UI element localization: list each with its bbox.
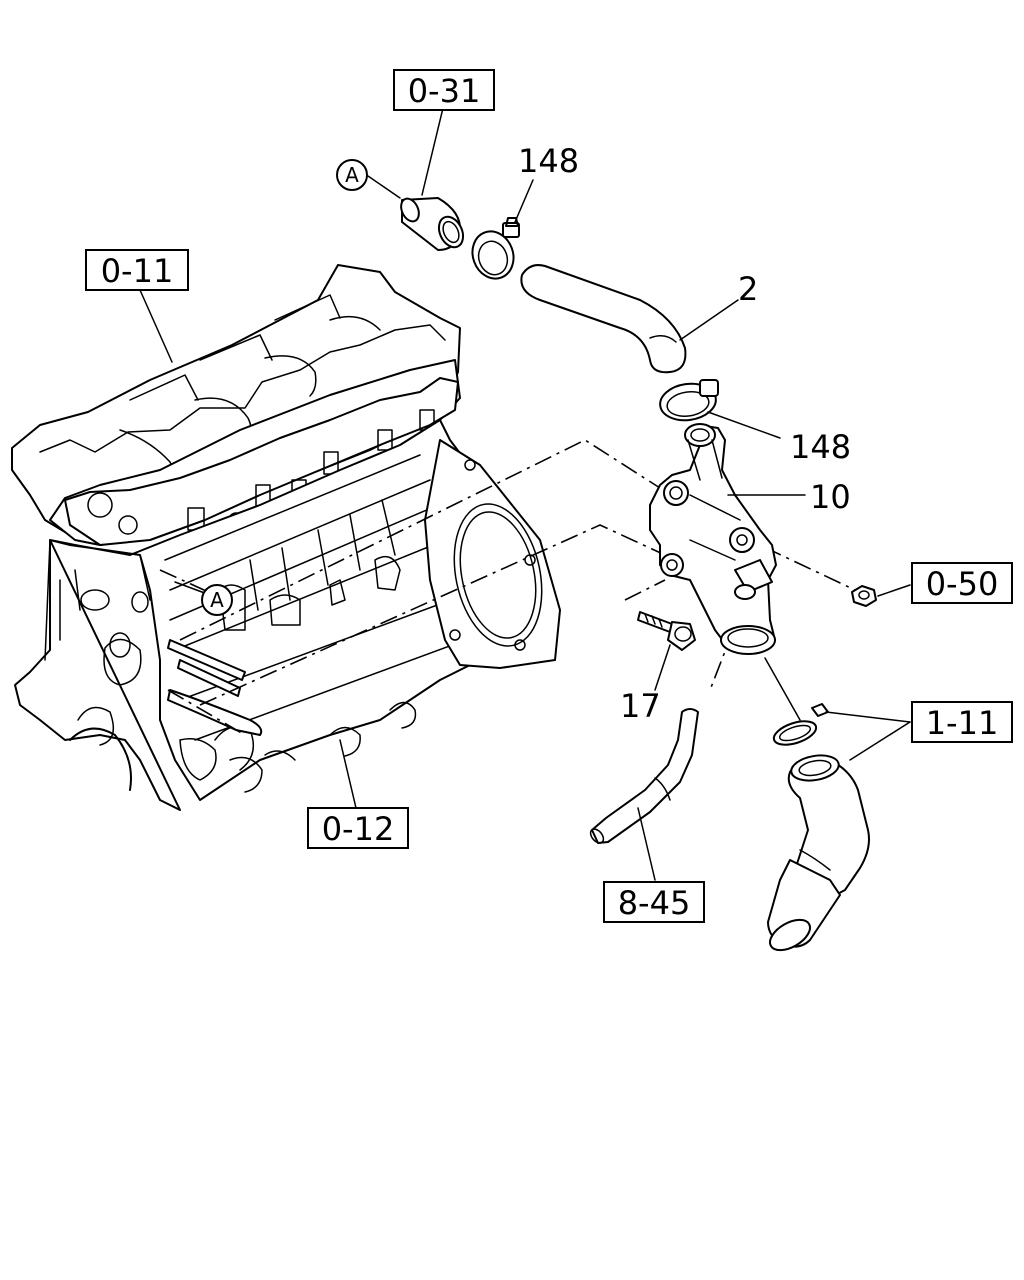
ref-label-1-11: 1-11 bbox=[926, 704, 999, 742]
ref-label-0-12: 0-12 bbox=[322, 810, 395, 848]
part-label-thermostat-housing: 10 bbox=[810, 478, 851, 516]
ref-box-1-11[interactable]: 1-11 bbox=[911, 701, 1013, 743]
radiator-hose bbox=[520, 264, 687, 374]
hose-clamp-lower bbox=[659, 379, 719, 422]
nut bbox=[851, 585, 877, 607]
marker-a-block: A bbox=[201, 584, 233, 616]
water-pipe bbox=[400, 197, 465, 251]
part-label-clamp-lower: 148 bbox=[790, 428, 851, 466]
marker-a-block-label: A bbox=[210, 588, 224, 612]
marker-a-top-label: A bbox=[345, 163, 359, 187]
ref-label-0-31: 0-31 bbox=[408, 72, 481, 110]
part-label-hose: 2 bbox=[738, 270, 758, 308]
ref-label-0-11: 0-11 bbox=[101, 252, 174, 290]
thermostat-housing bbox=[649, 423, 777, 655]
lower-hose bbox=[767, 754, 870, 952]
bypass-pipe bbox=[589, 708, 699, 844]
ref-label-8-45: 8-45 bbox=[618, 884, 691, 922]
marker-a-top: A bbox=[336, 159, 368, 191]
o-ring bbox=[772, 703, 829, 746]
ref-box-0-12[interactable]: 0-12 bbox=[307, 807, 409, 849]
ref-box-0-11[interactable]: 0-11 bbox=[85, 249, 189, 291]
bolt bbox=[637, 611, 696, 651]
part-label-clamp-upper: 148 bbox=[518, 142, 579, 180]
engine-block bbox=[11, 264, 561, 811]
ref-label-0-50: 0-50 bbox=[926, 565, 999, 603]
hose-clamp-upper bbox=[471, 217, 520, 280]
part-label-bolt: 17 bbox=[620, 687, 661, 725]
ref-box-8-45[interactable]: 8-45 bbox=[603, 881, 705, 923]
ref-box-0-31[interactable]: 0-31 bbox=[393, 69, 495, 111]
ref-box-0-50[interactable]: 0-50 bbox=[911, 562, 1013, 604]
